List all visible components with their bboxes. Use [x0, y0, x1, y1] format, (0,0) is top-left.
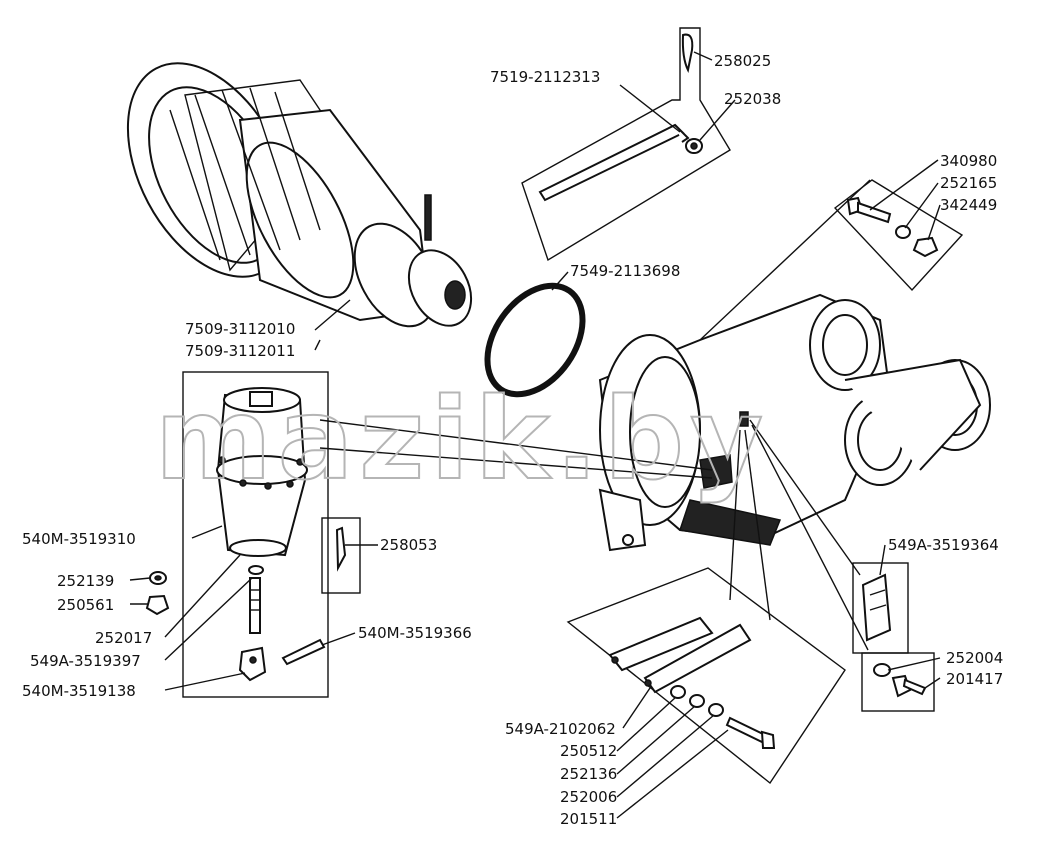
watermark-text: mazik.by [155, 375, 769, 505]
clamp-parts [608, 616, 776, 749]
label-252017: 252017 [95, 629, 152, 647]
label-252136: 252136 [560, 765, 617, 783]
label-549A-2102062: 549A-2102062 [505, 720, 616, 738]
label-250561: 250561 [57, 596, 114, 614]
label-258025: 258025 [714, 52, 771, 70]
bolt-washer-nut-top [846, 196, 939, 258]
pressure-sensor [145, 387, 347, 682]
label-252165: 252165 [940, 174, 997, 192]
label-342449: 342449 [940, 196, 997, 214]
label-549A-3519364: 549A-3519364 [888, 536, 999, 554]
label-252004: 252004 [946, 649, 1003, 667]
label-7549-2113698: 7549-2113698 [570, 262, 680, 280]
label-549A-3519397: 549A-3519397 [30, 652, 141, 670]
label-540M-3519138: 540M-3519138 [22, 682, 136, 700]
label-252038: 252038 [724, 90, 781, 108]
label-252006: 252006 [560, 788, 617, 806]
part-labels: 258025 7519-2112313 252038 340980 252165… [22, 52, 1003, 828]
label-540M-3519310: 540M-3519310 [22, 530, 136, 548]
label-7519-2112313: 7519-2112313 [490, 68, 600, 86]
turbocharger-assembly [126, 62, 473, 328]
label-250512: 250512 [560, 742, 617, 760]
leader-lines [129, 51, 941, 819]
clip-and-bolt [861, 573, 927, 698]
label-540M-3519366: 540M-3519366 [358, 624, 472, 642]
o-ring [484, 282, 586, 398]
label-340980: 340980 [940, 152, 997, 170]
label-7509-3112011: 7509-3112011 [185, 342, 295, 360]
label-201417: 201417 [946, 670, 1003, 688]
label-201511: 201511 [560, 810, 617, 828]
label-7509-3112010: 7509-3112010 [185, 320, 295, 338]
pin-group-top [538, 33, 703, 202]
label-252139: 252139 [57, 572, 114, 590]
label-258053: 258053 [380, 536, 437, 554]
housing-assembly [598, 293, 991, 552]
